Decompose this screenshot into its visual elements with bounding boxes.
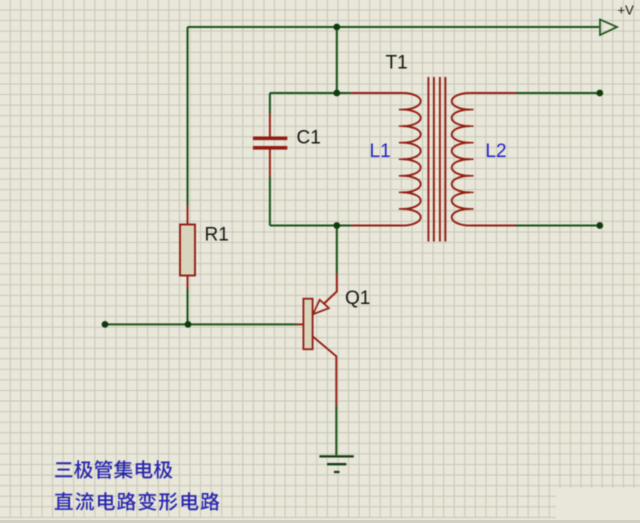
svg-text:C1: C1 (297, 128, 321, 149)
svg-text:L2: L2 (485, 141, 506, 162)
svg-text:Q1: Q1 (345, 288, 370, 309)
svg-text:R1: R1 (205, 225, 229, 246)
svg-text:+V: +V (618, 3, 635, 18)
svg-text:L1: L1 (370, 141, 391, 162)
svg-text:T1: T1 (386, 53, 408, 74)
